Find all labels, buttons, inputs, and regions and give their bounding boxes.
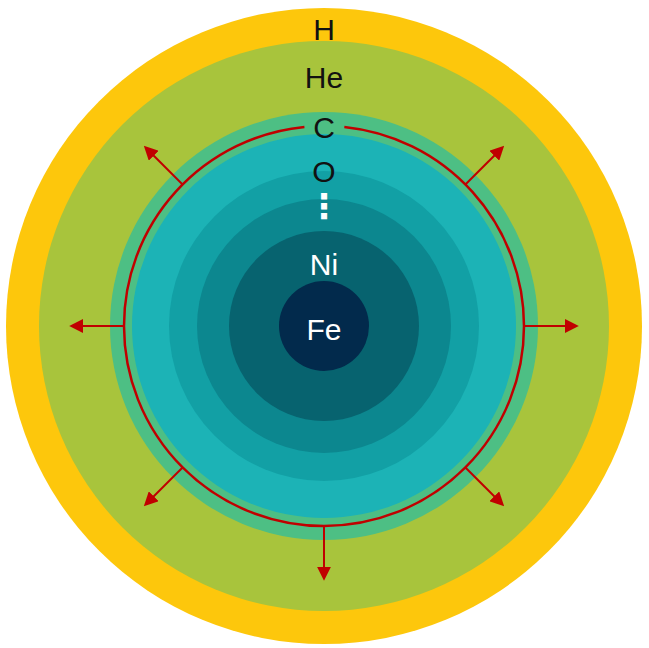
expansion-arrow	[72, 325, 124, 327]
expansion-arrow	[146, 148, 183, 185]
expansion-arrow	[323, 526, 325, 578]
expansion-arrow	[465, 148, 502, 185]
element-label: O	[132, 157, 516, 187]
star-shell: Fe	[279, 281, 369, 371]
shell-fill	[279, 281, 369, 371]
element-label: H	[6, 15, 642, 45]
star-shell: NiFe	[229, 231, 419, 421]
ellipsis-mark: ⋮	[307, 189, 341, 223]
shell-fill	[110, 112, 538, 540]
shell-fill	[197, 199, 451, 453]
expansion-arrow	[524, 325, 576, 327]
star-shell: H HeCO NiFe	[6, 8, 642, 644]
expansion-arrow	[465, 467, 502, 504]
shell-fill	[229, 231, 419, 421]
element-label: C	[110, 113, 538, 143]
expansion-arrow	[146, 467, 183, 504]
shell-fill	[6, 8, 642, 644]
element-label: He	[39, 63, 609, 93]
shell-fill	[169, 171, 479, 481]
star-shell: CO NiFe	[110, 112, 538, 540]
shell-fill	[132, 134, 516, 518]
star-shell: HeCO NiFe	[39, 41, 609, 611]
shock-ring	[124, 126, 524, 526]
element-label: Ni	[229, 250, 419, 280]
shell-fill	[39, 41, 609, 611]
element-label: Fe	[279, 315, 369, 345]
